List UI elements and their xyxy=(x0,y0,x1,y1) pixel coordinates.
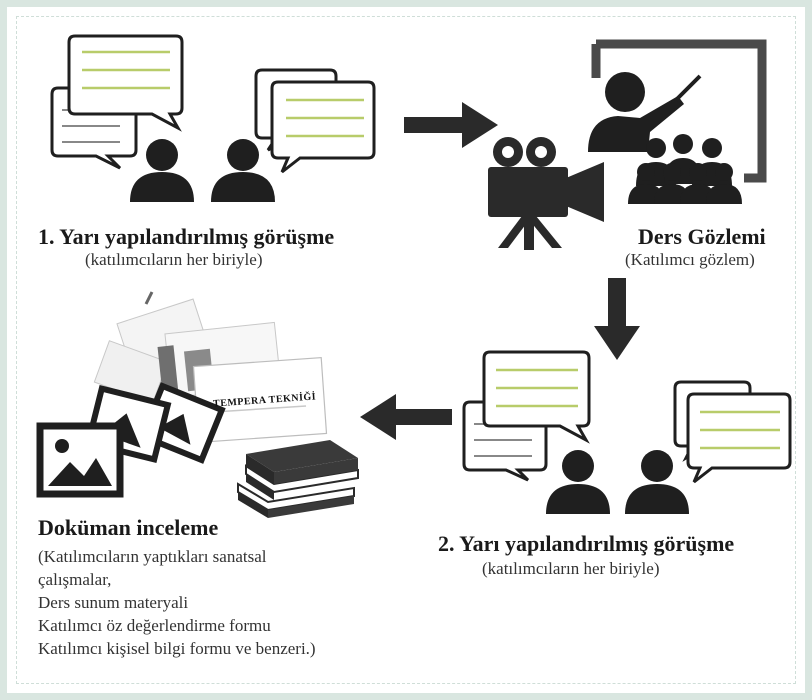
speech-bubble-front-icon xyxy=(482,350,591,444)
video-camera-icon xyxy=(488,137,604,250)
person-icon xyxy=(211,139,275,202)
frame-inner-border xyxy=(16,16,796,684)
step-4-title: Doküman inceleme xyxy=(38,515,219,540)
step-1-subtitle: (katılımcıların her biriyle) xyxy=(85,250,263,269)
step-1-title: 1. Yarı yapılandırılmış görüşme xyxy=(38,224,335,249)
step-4-description: (Katılımcıların yaptıkları sanatsal çalı… xyxy=(38,545,316,660)
step-4-line: çalışmalar, xyxy=(38,570,112,589)
step-2-subtitle: (Katılımcı gözlem) xyxy=(625,250,755,269)
step-4-line: Ders sunum materyali xyxy=(38,593,189,612)
step-4-line: Katılımcı kişisel bilgi formu ve benzeri… xyxy=(38,639,316,658)
person-icon xyxy=(625,450,689,514)
arrow-right-icon xyxy=(404,102,498,148)
whiteboard-icon xyxy=(591,39,767,183)
step-4-line: Katılımcı öz değerlendirme formu xyxy=(38,616,271,635)
interview-icon-1 xyxy=(50,34,376,202)
speech-bubble-front-right-icon xyxy=(686,392,792,484)
audience-icon xyxy=(628,134,742,204)
step-3-subtitle: (katılımcıların her biriyle) xyxy=(482,559,660,578)
arrow-left-icon xyxy=(360,394,452,440)
speech-bubble-front-icon xyxy=(67,34,184,132)
step-3-title: 2. Yarı yapılandırılmış görüşme xyxy=(438,531,735,556)
person-icon xyxy=(546,450,610,514)
book-stack-icon xyxy=(237,440,359,518)
person-icon xyxy=(130,139,194,202)
step-2-title: Ders Gözlemi xyxy=(638,224,766,249)
speech-bubble-front-right-icon xyxy=(270,80,376,174)
document-cover-icon xyxy=(192,356,328,444)
interview-icon-2 xyxy=(462,350,792,514)
teacher-icon xyxy=(588,72,702,152)
step-4-line: (Katılımcıların yaptıkları sanatsal xyxy=(38,547,267,566)
document-collage-icon xyxy=(36,291,359,518)
classroom-observation-icon xyxy=(488,39,767,250)
image-icon xyxy=(36,422,124,498)
arrow-down-icon xyxy=(594,278,640,360)
